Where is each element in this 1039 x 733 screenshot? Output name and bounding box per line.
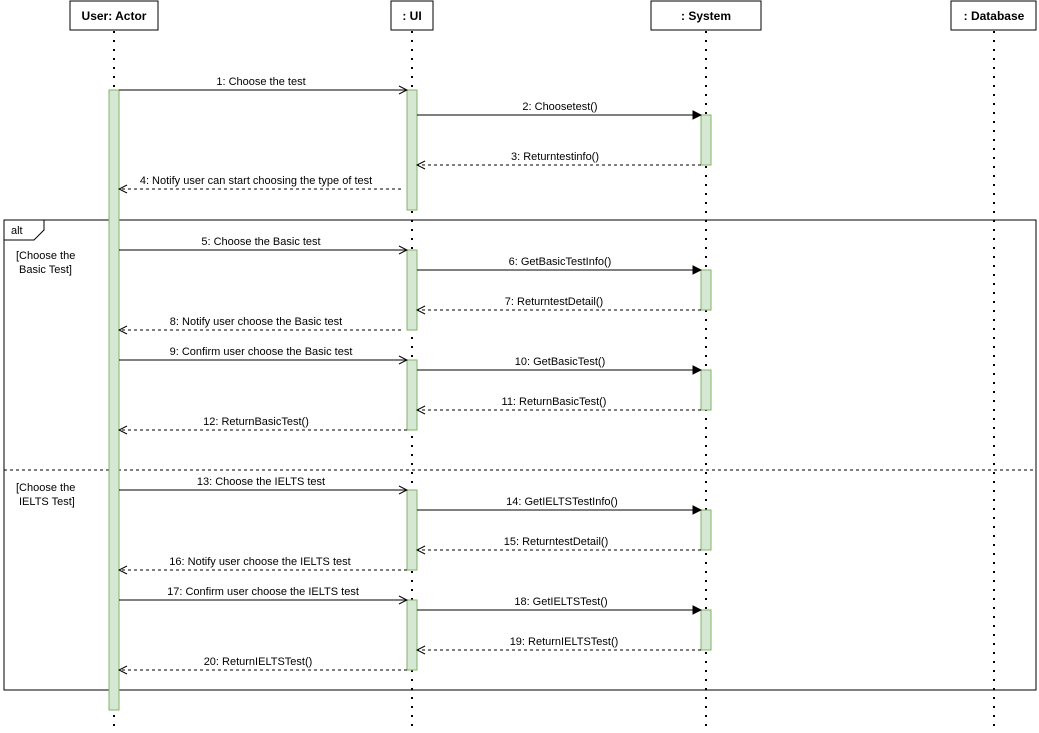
message-4: 4: Notify user can start choosing the ty…: [119, 175, 401, 189]
activation-ui-5: [406, 599, 418, 671]
participant-system[interactable]: : System: [650, 0, 762, 31]
message-label: 10: GetBasicTest(): [515, 356, 605, 368]
message-17: 17: Confirm user choose the IELTS test: [119, 586, 407, 600]
message-label: 15: ReturntestDetail(): [504, 536, 609, 548]
message-label: 3: Returntestinfo(): [511, 151, 599, 163]
participant-label: : System: [681, 9, 731, 23]
message-label: 7: ReturntestDetail(): [505, 296, 603, 308]
message-label: 18: GetIELTSTest(): [514, 596, 607, 608]
guard-ielts-line-1: [Choose the: [16, 482, 75, 494]
activation-system-5: [700, 609, 712, 651]
message-7: 7: ReturntestDetail(): [417, 296, 701, 310]
alt-frame: [3, 219, 1037, 691]
message-label: 9: Confirm user choose the Basic test: [170, 346, 353, 358]
activation-ui-1: [406, 89, 418, 211]
participant-database[interactable]: : Database: [950, 0, 1037, 31]
message-label: 4: Notify user can start choosing the ty…: [140, 175, 372, 187]
message-label: 12: ReturnBasicTest(): [203, 416, 309, 428]
message-label: 14: GetIELTSTestInfo(): [506, 496, 618, 508]
guard-ielts-line-2: IELTS Test]: [19, 496, 75, 508]
participant-ui[interactable]: : UI: [390, 0, 434, 31]
activation-ui-4: [406, 489, 418, 571]
participant-label: : Database: [964, 9, 1025, 23]
alt-operator: alt: [11, 225, 23, 237]
activation-system-1: [700, 114, 712, 166]
message-label: 2: Choosetest(): [522, 101, 597, 113]
guard-basic-line-1: [Choose the: [16, 250, 75, 262]
message-19: 19: ReturnIELTSTest(): [417, 636, 701, 650]
participant-label: User: Actor: [82, 9, 147, 23]
message-18: 18: GetIELTSTest(): [417, 596, 701, 610]
message-6: 6: GetBasicTestInfo(): [417, 256, 701, 270]
message-label: 17: Confirm user choose the IELTS test: [167, 586, 359, 598]
message-label: 20: ReturnIELTSTest(): [204, 656, 313, 668]
message-9: 9: Confirm user choose the Basic test: [119, 346, 407, 360]
activation-system-4: [700, 509, 712, 551]
activation-ui-3: [406, 359, 418, 431]
message-label: 5: Choose the Basic test: [201, 236, 320, 248]
message-label: 11: ReturnBasicTest(): [502, 396, 607, 408]
message-label: 8: Notify user choose the Basic test: [170, 316, 342, 328]
message-label: 19: ReturnIELTSTest(): [510, 636, 619, 648]
message-11: 11: ReturnBasicTest(): [417, 396, 701, 410]
message-20: 20: ReturnIELTSTest(): [119, 656, 407, 670]
message-16: 16: Notify user choose the IELTS test: [119, 556, 407, 570]
activation-user: [108, 89, 120, 711]
message-8: 8: Notify user choose the Basic test: [119, 316, 401, 330]
message-15: 15: ReturntestDetail(): [417, 536, 701, 550]
participant-label: : UI: [402, 9, 421, 23]
message-12: 12: ReturnBasicTest(): [119, 416, 407, 430]
message-label: 16: Notify user choose the IELTS test: [169, 556, 350, 568]
message-14: 14: GetIELTSTestInfo(): [417, 496, 701, 510]
message-label: 1: Choose the test: [216, 76, 305, 88]
participant-user[interactable]: User: Actor: [69, 0, 159, 31]
message-3: 3: Returntestinfo(): [417, 151, 701, 165]
message-1: 1: Choose the test: [119, 76, 407, 90]
activation-system-3: [700, 369, 712, 411]
message-5: 5: Choose the Basic test: [119, 236, 407, 250]
message-label: 13: Choose the IELTS test: [197, 476, 325, 488]
message-13: 13: Choose the IELTS test: [119, 476, 407, 490]
message-label: 6: GetBasicTestInfo(): [509, 256, 612, 268]
guard-basic-line-2: Basic Test]: [19, 264, 72, 276]
activation-ui-2: [406, 249, 418, 331]
activation-system-2: [700, 269, 712, 311]
alt-fragment: alt [Choose the Basic Test] [Choose the …: [3, 219, 1037, 691]
message-2: 2: Choosetest(): [417, 101, 701, 115]
message-10: 10: GetBasicTest(): [417, 356, 701, 370]
alt-tab: [3, 219, 45, 241]
